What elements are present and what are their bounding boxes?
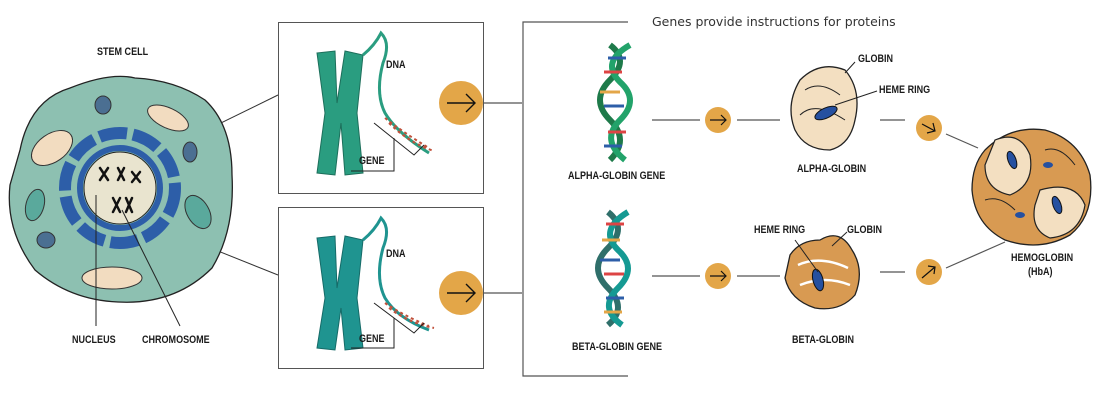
beta-globin-protein — [784, 231, 860, 310]
gene-label: GENE — [359, 333, 385, 345]
dna-label: DNA — [386, 59, 406, 71]
beta-globin-label: BETA-GLOBIN — [792, 334, 854, 346]
right-arrow-icon — [916, 259, 942, 285]
right-arrow-icon — [705, 263, 731, 289]
gene-label: GENE — [359, 155, 385, 167]
alpha-globin-label: ALPHA-GLOBIN — [797, 163, 867, 175]
chromosome-dna-illustration — [316, 30, 435, 176]
beta-globin-heme-ring-label: HEME RING — [754, 224, 806, 236]
heme-ring — [811, 268, 825, 292]
hemoglobin-protein — [971, 128, 1092, 246]
beta-globin-gene-label: BETA-GLOBIN GENE — [572, 341, 663, 353]
alpha-globin-globin-label: GLOBIN — [858, 53, 894, 65]
nucleus-label: NUCLEUS — [72, 334, 116, 346]
right-arrow-icon — [439, 271, 483, 315]
alpha-globin-gene-label: ALPHA-GLOBIN GENE — [568, 170, 666, 182]
beta-globin-globin-label: GLOBIN — [847, 224, 883, 236]
chromosome-label: CHROMOSOME — [142, 334, 210, 346]
diagram-title: Genes provide instructions for proteins — [652, 14, 896, 29]
dna-label: DNA — [386, 248, 406, 260]
alpha-globin-gene-helix — [597, 42, 633, 163]
hemoglobin-label: HEMOGLOBIN — [1011, 252, 1074, 264]
hemoglobin-abbrev-label: (HbA) — [1028, 266, 1053, 278]
stem-cell-label: STEM CELL — [97, 46, 149, 58]
chromosome-dna-illustration — [316, 215, 435, 351]
alpha-globin-heme-ring-label: HEME RING — [879, 84, 931, 96]
beta-globin-gene-helix — [595, 209, 631, 328]
stem-cell-illustration — [8, 75, 233, 327]
right-arrow-icon — [439, 81, 483, 125]
right-arrow-icon — [916, 115, 942, 141]
right-arrow-icon — [705, 107, 731, 133]
heme-ring — [814, 105, 838, 121]
alpha-globin-protein — [790, 61, 878, 151]
